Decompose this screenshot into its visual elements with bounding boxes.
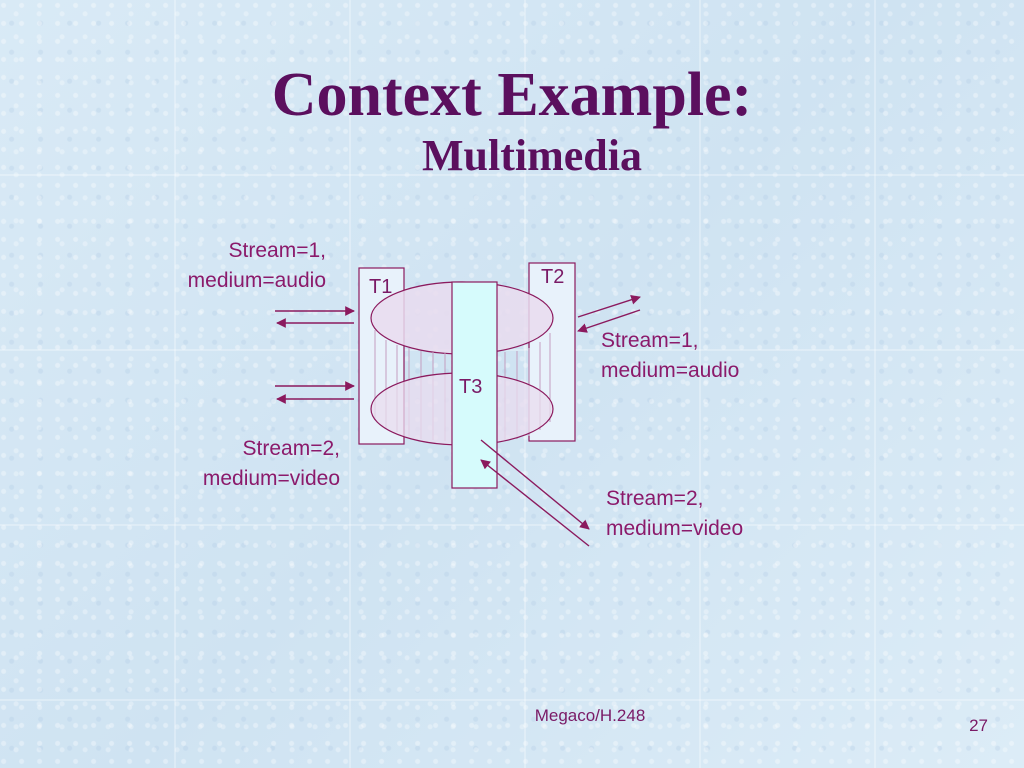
- t3-video-arrows: [480, 439, 590, 547]
- slide-subtitle: Multimedia: [422, 131, 642, 180]
- left-video-stream-label: Stream=2, medium=video: [150, 434, 340, 494]
- left-audio-stream-id: Stream=1,: [228, 239, 326, 262]
- left-audio-medium: medium=audio: [187, 269, 326, 292]
- termination-t3-label: T3: [459, 376, 482, 398]
- page-number: 27: [969, 716, 988, 735]
- right-audio-medium: medium=audio: [601, 359, 740, 382]
- left-audio-stream-label: Stream=1, medium=audio: [140, 236, 326, 296]
- t1-audio-arrows: [275, 306, 355, 328]
- t2-audio-arrows: [577, 295, 641, 333]
- termination-t1-label: T1: [369, 276, 392, 298]
- t1-video-arrows: [275, 381, 355, 404]
- left-video-stream-id: Stream=2,: [242, 437, 340, 460]
- termination-t2-label: T2: [541, 266, 564, 288]
- left-video-medium: medium=video: [202, 467, 340, 490]
- right-audio-stream-label: Stream=1, medium=audio: [601, 326, 801, 386]
- slide-title: Context Example:: [271, 61, 753, 129]
- footer-text: Megaco/H.248: [534, 706, 646, 725]
- right-video-stream-id: Stream=2,: [606, 487, 704, 510]
- right-audio-stream-id: Stream=1,: [601, 329, 699, 352]
- right-video-stream-label: Stream=2, medium=video: [606, 484, 806, 544]
- termination-t3-box: [451, 281, 498, 489]
- right-video-medium: medium=video: [606, 517, 744, 540]
